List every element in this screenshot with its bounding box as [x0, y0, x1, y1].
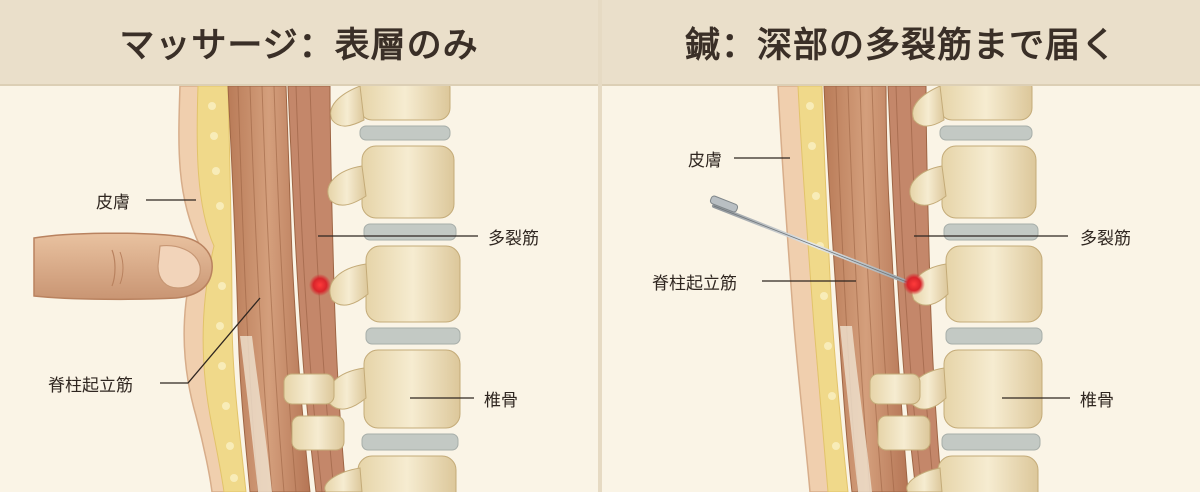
target-point — [903, 273, 925, 295]
leader-lines — [146, 199, 478, 399]
acupuncture-illustration: 皮膚 多裂筋 脊柱起立筋 椎骨 — [602, 86, 1200, 492]
target-point — [309, 274, 331, 296]
fat-globules — [806, 102, 840, 450]
acupuncture-header: 鍼：深部の多裂筋まで届く — [602, 0, 1200, 86]
erector-tendon — [840, 326, 872, 492]
massage-anatomy-drawing — [33, 86, 478, 492]
label-vertebra: 椎骨 — [484, 391, 518, 411]
massage-title: マッサージ：表層のみ — [119, 25, 479, 66]
pressing-finger — [33, 232, 213, 301]
erector-tendon — [240, 336, 272, 492]
label-skin: 皮膚 — [688, 151, 722, 171]
spinous-processes — [906, 86, 949, 492]
panel-divider — [598, 0, 602, 492]
acupuncture-anatomy-drawing — [709, 86, 1070, 492]
acupuncture-panel: 鍼：深部の多裂筋まで届く — [602, 0, 1200, 492]
massage-illustration: 皮膚 多裂筋 脊柱起立筋 椎骨 — [0, 86, 598, 492]
fat-globules — [208, 102, 238, 482]
lower-bone-blocks — [869, 373, 931, 451]
label-erector-spinae: 脊柱起立筋 — [48, 376, 133, 396]
massage-panel: マッサージ：表層のみ — [0, 0, 598, 492]
label-multifidus: 多裂筋 — [1080, 229, 1131, 249]
leader-lines — [734, 157, 1070, 399]
acupuncture-needle — [709, 195, 914, 286]
spinous-processes — [324, 86, 369, 492]
massage-header: マッサージ：表層のみ — [0, 0, 598, 86]
label-multifidus: 多裂筋 — [488, 229, 539, 249]
label-skin: 皮膚 — [96, 193, 130, 213]
acupuncture-title: 鍼：深部の多裂筋まで届く — [684, 25, 1117, 66]
lower-bone-blocks — [283, 373, 345, 451]
vertebral-column — [357, 86, 461, 492]
label-erector-spinae: 脊柱起立筋 — [652, 274, 737, 294]
label-vertebra: 椎骨 — [1080, 391, 1114, 411]
vertebral-column — [937, 86, 1043, 492]
